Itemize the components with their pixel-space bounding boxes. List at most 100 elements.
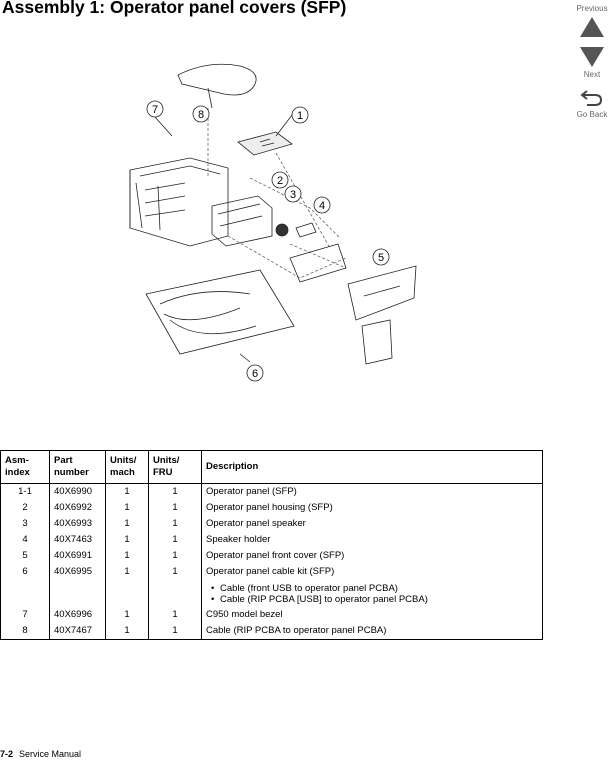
units-mach-cell: 1 xyxy=(105,564,149,607)
page-title: Assembly 1: Operator panel covers (SFP) xyxy=(2,0,347,17)
speaker-holder-shape xyxy=(295,222,317,238)
description-cell: Cable (RIP PCBA to operator panel PCBA) xyxy=(201,623,543,640)
units-fru-cell: 1 xyxy=(148,564,202,607)
asm-index-cell: 4 xyxy=(0,532,50,548)
front-cover-shape xyxy=(347,265,417,321)
go-back-label: Go Back xyxy=(576,110,608,119)
callout-3: 3 xyxy=(290,189,296,201)
operator-panel-shape xyxy=(237,131,293,156)
part-number-cell-text: 40X6993 xyxy=(54,518,93,529)
parts-table-body: 1-1 40X6990 1 1 Operator panel (SFP) 2 40X6992… xyxy=(0,483,543,640)
exploded-parts-diagram: 7 8 1 2 3 4 5 6 xyxy=(129,63,417,382)
description-cell-text: Cable (RIP PCBA to operator panel PCBA) xyxy=(206,625,387,636)
description-cell: Operator panel speaker xyxy=(201,516,543,532)
callout-8: 8 xyxy=(198,109,204,121)
units-mach-cell-text: 1 xyxy=(124,486,130,497)
part-number-cell: 40X6993 xyxy=(49,516,106,532)
asm-index-cell-text: 1-1 xyxy=(18,486,32,497)
part-number-cell-text: 40X6995 xyxy=(54,566,93,577)
table-row: 1-1 40X6990 1 1 Operator panel (SFP) xyxy=(0,483,543,500)
asm-index-cell: 6 xyxy=(0,564,50,607)
asm-index-cell: 8 xyxy=(0,623,50,640)
description-cell-text: Speaker holder xyxy=(206,534,271,545)
units-mach-cell: 1 xyxy=(105,548,149,564)
part-number-cell-text: 40X6992 xyxy=(54,502,93,513)
sub-list-item: Cable (front USB to operator panel PCBA) xyxy=(211,583,538,594)
units-mach-cell-text: 1 xyxy=(124,566,130,577)
part-number-cell: 40X6991 xyxy=(49,548,106,564)
units-mach-cell: 1 xyxy=(105,623,149,640)
units-mach-cell-text: 1 xyxy=(124,518,130,529)
description-cell: Operator panel cable kit (SFP) Cable (fro… xyxy=(201,564,543,607)
printer-frame xyxy=(129,157,229,247)
asm-index-cell: 3 xyxy=(0,516,50,532)
asm-index-cell-text: 8 xyxy=(22,625,28,636)
callout-1: 1 xyxy=(297,110,303,122)
description-cell: Operator panel front cover (SFP) xyxy=(201,548,543,564)
units-fru-cell-text: 1 xyxy=(172,550,178,561)
part-number-cell: 40X6996 xyxy=(49,607,106,623)
units-fru-cell-text: 1 xyxy=(172,625,178,636)
description-cell: C950 model bezel xyxy=(201,607,543,623)
units-mach-cell-text: 1 xyxy=(124,625,130,636)
callout-7: 7 xyxy=(152,104,158,116)
go-back-icon xyxy=(580,90,603,106)
units-fru-cell: 1 xyxy=(148,548,202,564)
parts-table: Asm- index Part number Units/ mach Units… xyxy=(0,450,543,640)
page-footer: 7-2 Service Manual xyxy=(0,749,81,759)
part-number-cell: 40X6995 xyxy=(49,564,106,607)
part-number-cell-text: 40X6990 xyxy=(54,486,93,497)
units-mach-cell: 1 xyxy=(105,532,149,548)
cable-kit-box xyxy=(145,269,295,355)
sub-item-list: Cable (front USB to operator panel PCBA)… xyxy=(206,583,538,605)
part-number-cell: 40X6992 xyxy=(49,500,106,516)
description-cell: Speaker holder xyxy=(201,532,543,548)
part-number-cell: 40X7467 xyxy=(49,623,106,640)
footer-page-number: 7-2 xyxy=(0,749,14,759)
previous-button[interactable]: Previous xyxy=(574,4,608,37)
units-fru-cell: 1 xyxy=(148,532,202,548)
header-description: Description xyxy=(201,450,543,484)
asm-index-cell-text: 2 xyxy=(22,502,28,513)
header-asm-index: Asm- index xyxy=(0,450,50,484)
callout-2: 2 xyxy=(277,175,283,187)
asm-index-cell-text: 3 xyxy=(22,518,28,529)
units-fru-cell-text: 1 xyxy=(172,502,178,513)
asm-index-cell: 2 xyxy=(0,500,50,516)
table-row: 6 40X6995 1 1 Operator panel cable kit (SFP)… xyxy=(0,564,543,607)
table-header-row: Asm- index Part number Units/ mach Units… xyxy=(0,450,543,484)
units-fru-cell-text: 1 xyxy=(172,486,178,497)
panel-housing-shape xyxy=(211,195,273,247)
units-fru-cell-text: 1 xyxy=(172,566,178,577)
units-fru-cell-text: 1 xyxy=(172,534,178,545)
description-cell-text: Operator panel front cover (SFP) xyxy=(206,550,345,561)
up-arrow-icon xyxy=(580,17,604,37)
footer-manual-name: Service Manual xyxy=(19,749,82,759)
units-mach-cell-text: 1 xyxy=(124,550,130,561)
table-row: 3 40X6993 1 1 Operator panel speaker xyxy=(0,516,543,532)
part-number-cell-text: 40X6996 xyxy=(54,609,93,620)
description-cell-text: Operator panel cable kit (SFP) xyxy=(206,566,335,577)
asm-index-cell: 1-1 xyxy=(0,483,50,500)
units-fru-cell-text: 1 xyxy=(172,518,178,529)
down-arrow-icon xyxy=(580,47,604,67)
header-part-number: Part number xyxy=(49,450,106,484)
bezel-shape xyxy=(177,63,257,96)
description-cell-text: C950 model bezel xyxy=(206,609,283,620)
header-units-fru: Units/ FRU xyxy=(148,450,202,484)
description-cell: Operator panel (SFP) xyxy=(201,483,543,500)
asm-index-cell-text: 6 xyxy=(22,566,28,577)
go-back-button[interactable]: Go Back xyxy=(574,88,608,119)
table-row: 8 40X7467 1 1 Cable (RIP PCBA to operator pa… xyxy=(0,623,543,640)
units-fru-cell: 1 xyxy=(148,516,202,532)
speaker-shape xyxy=(275,223,289,237)
next-button[interactable]: Next xyxy=(574,44,608,79)
units-mach-cell-text: 1 xyxy=(124,502,130,513)
units-fru-cell: 1 xyxy=(148,483,202,500)
previous-label: Previous xyxy=(576,4,608,13)
part-number-cell-text: 40X6991 xyxy=(54,550,93,561)
units-mach-cell: 1 xyxy=(105,607,149,623)
units-fru-cell: 1 xyxy=(148,623,202,640)
